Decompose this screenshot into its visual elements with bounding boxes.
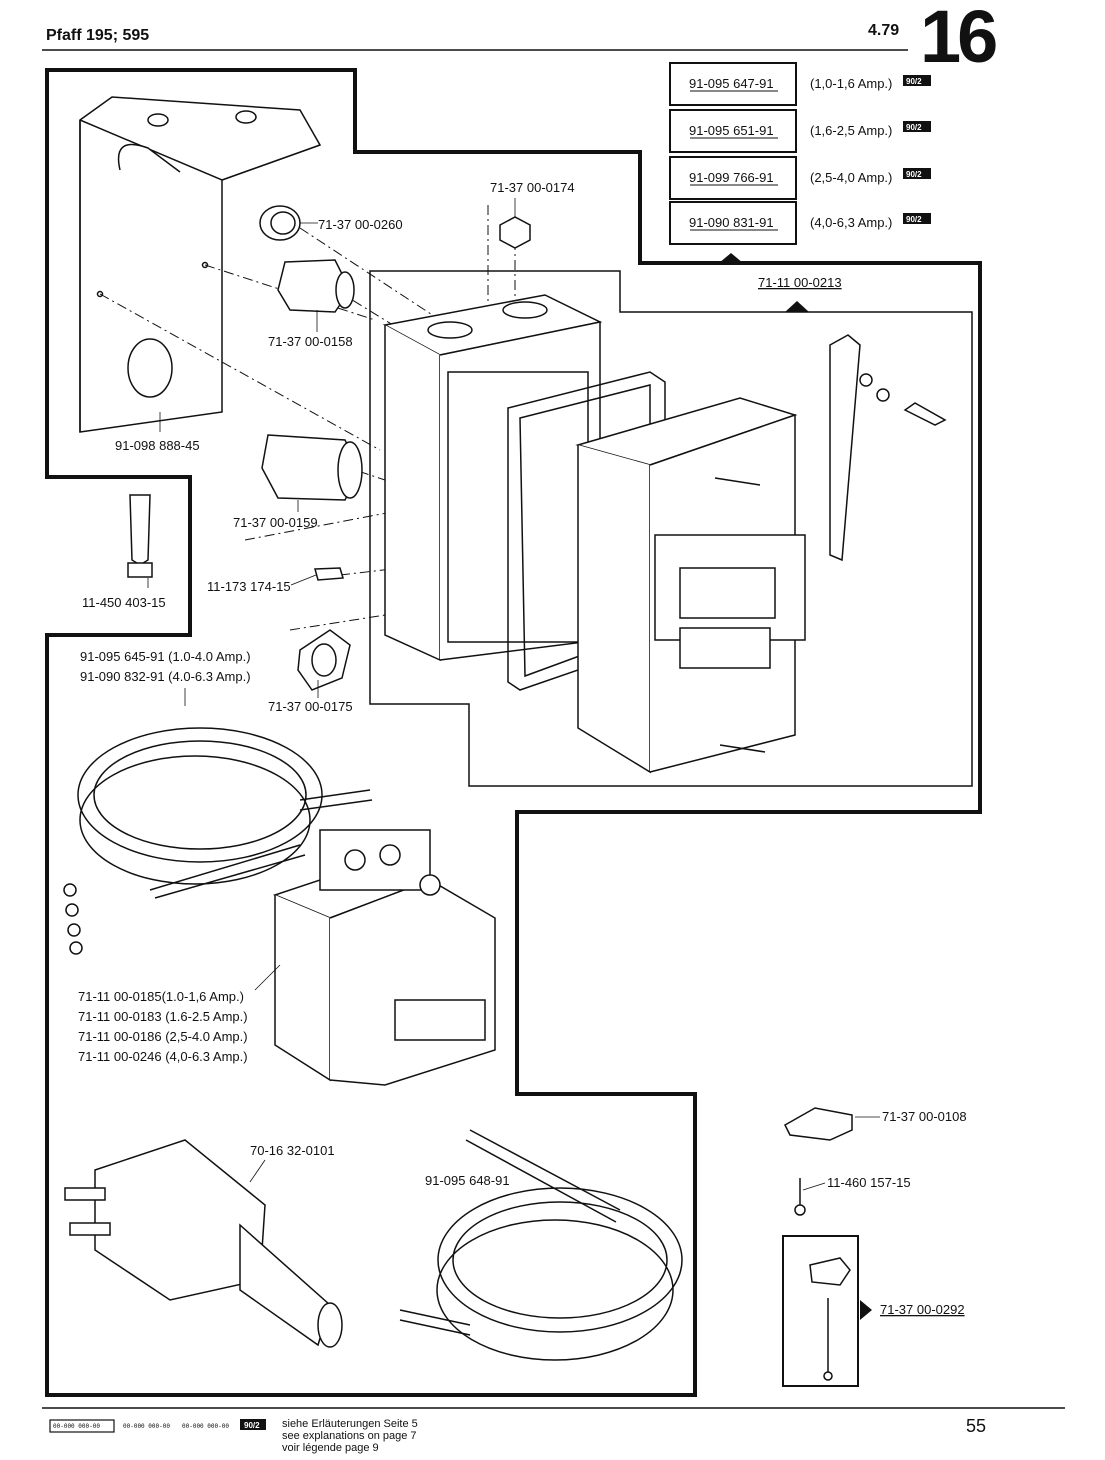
cable-a-lugs: [63, 883, 83, 955]
cable-coil-a: [77, 727, 373, 899]
variant-range-2: (1,6-2,5 Amp.): [810, 123, 892, 138]
switch-housing: [382, 294, 603, 662]
footer-note-de: siehe Erläuterungen Seite 5: [282, 1418, 418, 1430]
label-nail: 11-460 157-15: [827, 1175, 911, 1190]
main-outline: [45, 68, 982, 1397]
label-screw-small: 11-173 174-15: [207, 579, 291, 594]
label-wood-screw: 11-450 403-15: [82, 595, 166, 610]
variant-part-1: 91-095 647-91: [689, 76, 774, 91]
variant-part-3: 91-099 766-91: [689, 170, 774, 185]
mounting-bracket: [79, 96, 322, 433]
variant-boxes: [669, 62, 931, 245]
label-relay-1: 71-11 00-0185(1.0-1,6 Amp.): [78, 989, 244, 1004]
label-cable-clip-set: 71-37 00-0292: [880, 1302, 965, 1317]
contact-strip: [829, 334, 947, 562]
part-labels: 91-095 647-91 (1,0-1,6 Amp.) 91-095 651-…: [78, 76, 967, 1317]
footer-code-box-1: [49, 1419, 115, 1433]
footer-code-2: 00-000 000-00: [123, 1423, 170, 1430]
label-relay-2: 71-11 00-0183 (1.6-2.5 Amp.): [78, 1009, 248, 1024]
footer-code-1: 00-000 000-00: [53, 1423, 100, 1430]
clip-nail: [794, 1178, 806, 1216]
footer-note-fr: voir légende page 9: [282, 1442, 379, 1454]
label-relay-3: 71-11 00-0186 (2,5-4.0 Amp.): [78, 1029, 248, 1044]
label-nut-top: 71-37 00-0174: [490, 180, 575, 195]
overload-relay: [272, 829, 496, 1086]
label-gland-large: 71-37 00-0159: [233, 515, 318, 530]
label-relay-4: 71-11 00-0246 (4,0-6.3 Amp.): [78, 1049, 248, 1064]
cable-coil-c: [399, 1129, 683, 1361]
footer-code-3: 00-000 000-00: [182, 1423, 229, 1430]
model-title: Pfaff 195; 595: [46, 27, 150, 44]
variant-part-4: 91-090 831-91: [689, 215, 774, 230]
variant-code-4: 90/2: [906, 215, 922, 224]
variant-code-3: 90/2: [906, 170, 922, 179]
footer-code-box-4: [240, 1419, 266, 1430]
switch-cover: [575, 397, 806, 774]
date-code: 4.79: [868, 22, 900, 39]
label-bracket: 91-098 888-45: [115, 438, 200, 453]
variant-code-2: 90/2: [906, 123, 922, 132]
label-plug: 70-16 32-0101: [250, 1143, 335, 1158]
label-gland-small: 71-37 00-0158: [268, 334, 353, 349]
label-nut-bottom: 71-37 00-0175: [268, 699, 353, 714]
variant-code-1: 90/2: [906, 77, 922, 86]
label-clip: 71-37 00-0108: [882, 1109, 967, 1124]
page-number: 55: [966, 1416, 987, 1436]
clip-set-box: [782, 1235, 859, 1387]
assembly-pointer-triangle: [785, 301, 809, 312]
label-cable-b: 91-090 832-91 (4.0-6.3 Amp.): [80, 669, 251, 684]
label-housing-assembly: 71-11 00-0213: [758, 275, 842, 290]
clip-set-pointer: [860, 1300, 872, 1320]
variants-pointer-triangle: [719, 253, 743, 263]
clip-set-parts: [809, 1257, 851, 1381]
leader-lines: [147, 198, 880, 1191]
inner-outline: [369, 270, 973, 787]
label-cable-c: 91-095 648-91: [425, 1173, 510, 1188]
page-group-number: 16: [920, 0, 998, 78]
variant-part-2: 91-095 651-91: [689, 123, 774, 138]
cable-clip: [784, 1107, 853, 1141]
label-cable-a: 91-095 645-91 (1.0-4.0 Amp.): [80, 649, 251, 664]
fittings: [127, 205, 531, 691]
label-plug-cap: 71-37 00-0260: [318, 217, 403, 232]
variant-range-1: (1,0-1,6 Amp.): [810, 76, 892, 91]
variant-range-4: (4,0-6,3 Amp.): [810, 215, 892, 230]
footer-note-en: see explanations on page 7: [282, 1430, 417, 1442]
footer-code-4: 90/2: [244, 1421, 260, 1430]
variant-range-3: (2,5-4,0 Amp.): [810, 170, 892, 185]
power-plug: [64, 1139, 343, 1348]
